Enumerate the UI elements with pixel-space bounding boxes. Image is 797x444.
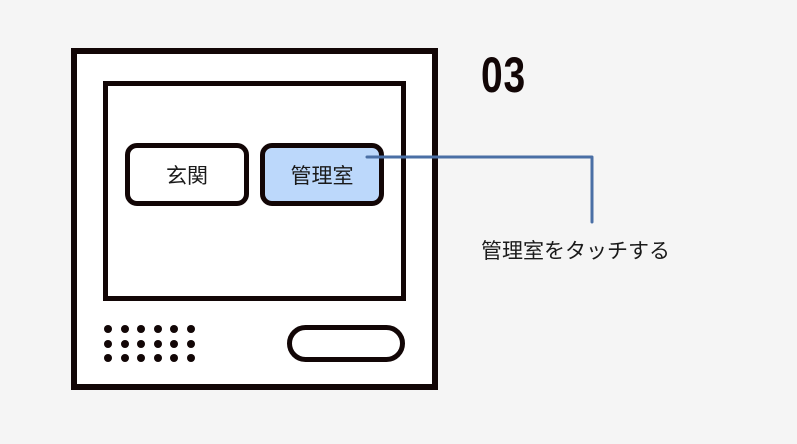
instruction-caption: 管理室をタッチする (481, 239, 670, 263)
step-number: 03 (481, 47, 526, 103)
management-office-button[interactable]: 管理室 (260, 143, 384, 206)
call-button[interactable] (287, 325, 405, 362)
speaker-dot (104, 339, 112, 348)
speaker-dot (153, 325, 162, 333)
entrance-button-label: 玄関 (166, 163, 208, 188)
management-office-button-label: 管理室 (290, 163, 354, 188)
speaker-dot (153, 354, 162, 362)
speaker-dot (137, 325, 145, 333)
speaker-dot (170, 325, 178, 333)
callout-connector (365, 155, 594, 224)
speaker-dot (137, 354, 145, 362)
speaker-dot (137, 339, 145, 348)
speaker-dot (120, 325, 129, 333)
entrance-button[interactable]: 玄関 (125, 143, 249, 206)
speaker-dot (186, 339, 195, 348)
speaker-dot (186, 354, 195, 362)
speaker-dot (153, 339, 162, 348)
speaker-dot (120, 339, 129, 348)
speaker-dot (104, 325, 112, 333)
speaker-dot (186, 325, 195, 333)
speaker-dot (104, 354, 112, 362)
speaker-dot (170, 354, 178, 362)
speaker-dot (170, 339, 178, 348)
speaker-dot (120, 354, 129, 362)
